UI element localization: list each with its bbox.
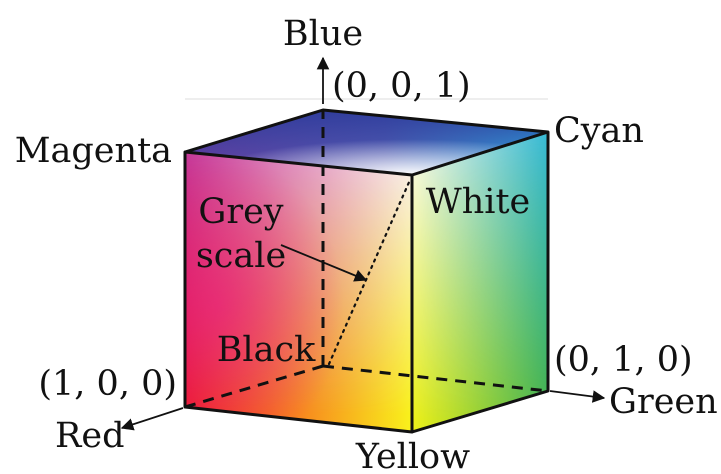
red-coordinate-label: (1, 0, 0): [38, 364, 177, 404]
right-face: [412, 132, 548, 432]
grey-label-line1: Grey: [198, 192, 283, 232]
green-axis-label: Green: [609, 382, 718, 422]
magenta-corner-label: Magenta: [15, 131, 172, 171]
green-coordinate-label: (0, 1, 0): [554, 340, 693, 380]
white-corner-label: White: [426, 182, 531, 222]
hidden-edge-red: [184, 364, 324, 409]
blue-axis-label: Blue: [283, 14, 363, 54]
cube-edges: [183, 108, 550, 434]
grey-label-line2: scale: [196, 236, 286, 276]
red-axis-label: Red: [55, 416, 124, 456]
top-face: [185, 110, 548, 175]
grey-scale-pointer: [280, 244, 368, 282]
green-axis-arrow: [549, 390, 606, 403]
blue-coordinate-label: (0, 0, 1): [332, 66, 471, 106]
grey-scale-diagonal: [327, 178, 412, 366]
red-axis-arrow: [120, 407, 184, 431]
black-corner-label: Black: [217, 330, 316, 370]
yellow-corner-label: Yellow: [355, 437, 470, 474]
cyan-corner-label: Cyan: [554, 111, 644, 151]
front-face: [185, 152, 412, 432]
